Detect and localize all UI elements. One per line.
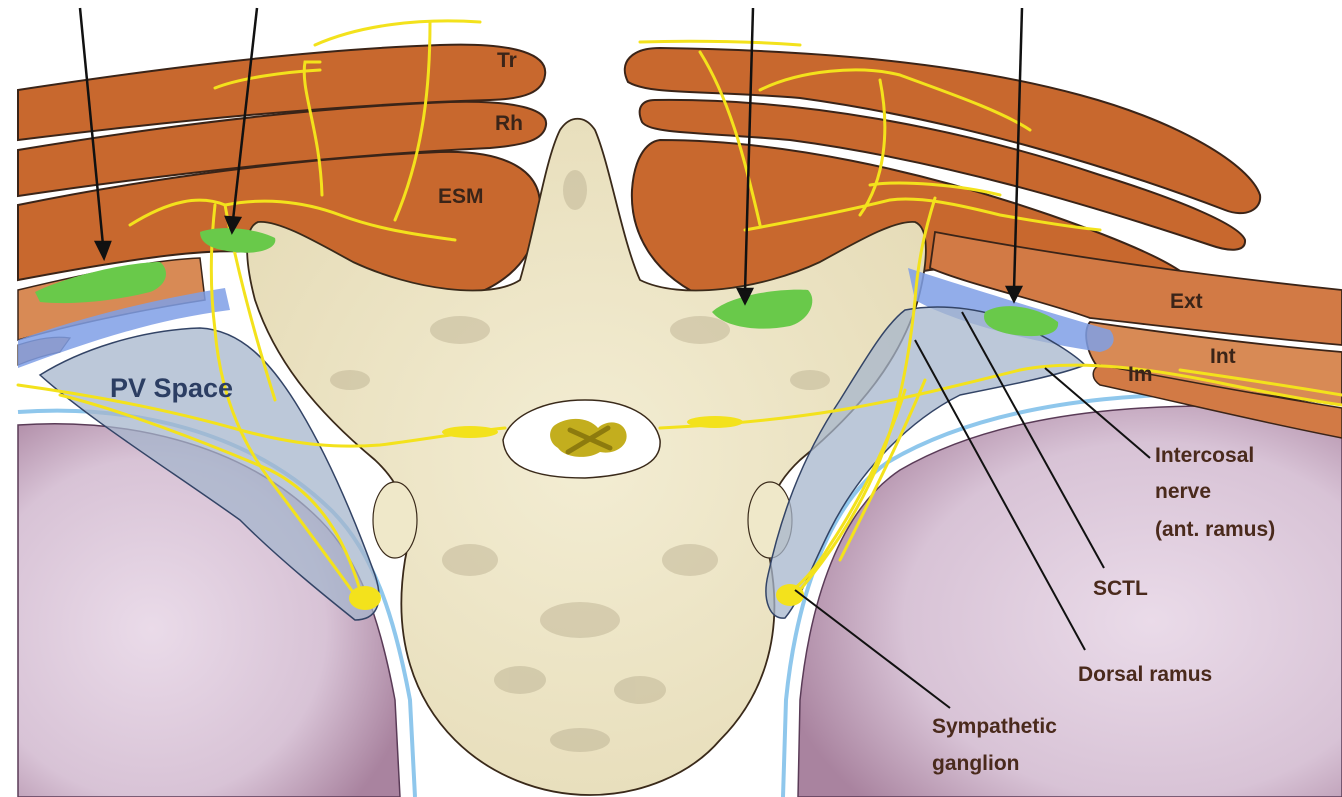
label-sympathetic-ganglion-line2: ganglion: [932, 752, 1020, 775]
label-esm: ESM: [438, 185, 484, 208]
label-im: Im: [1128, 363, 1153, 386]
label-rh: Rh: [495, 112, 523, 135]
label-ext: Ext: [1170, 290, 1203, 313]
label-int: Int: [1210, 345, 1236, 368]
label-sctl: SCTL: [1093, 577, 1148, 600]
label-intercostal-nerve-line1: Intercosal: [1155, 444, 1254, 467]
label-tr: Tr: [497, 49, 517, 72]
label-sympathetic-ganglion-line1: Sympathetic: [932, 715, 1057, 738]
label-dorsal-ramus: Dorsal ramus: [1078, 663, 1212, 686]
label-pv-space: PV Space: [110, 373, 233, 403]
label-intercostal-nerve-line2: nerve: [1155, 480, 1211, 503]
label-intercostal-nerve-line3: (ant. ramus): [1155, 518, 1275, 541]
